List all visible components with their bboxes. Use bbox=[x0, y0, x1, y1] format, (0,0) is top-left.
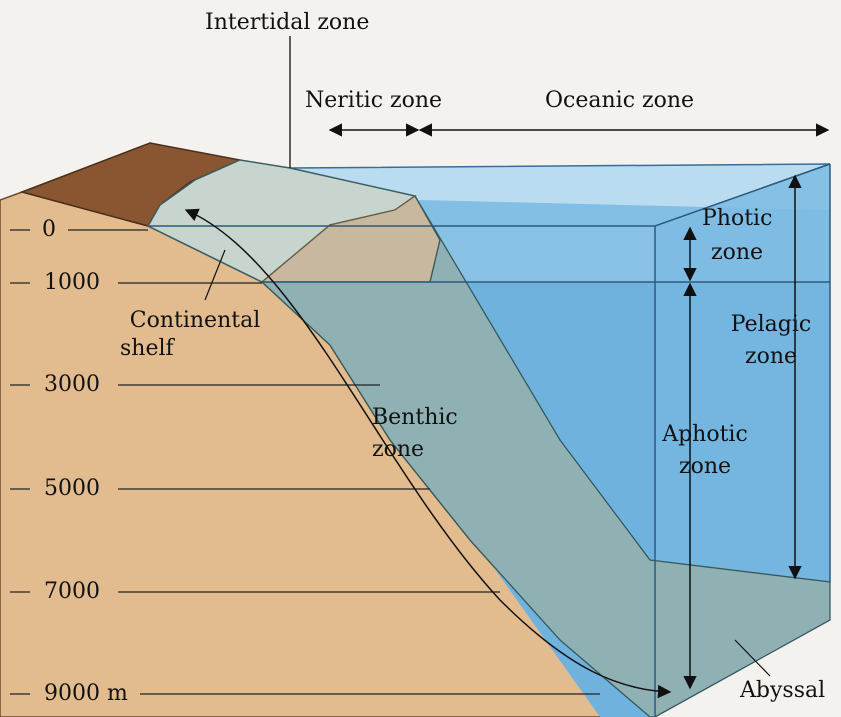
depth-label-7000: 7000 bbox=[44, 579, 100, 605]
benthic-zone-label-line2: zone bbox=[372, 437, 458, 463]
photic-zone-label-line2: zone bbox=[702, 240, 772, 266]
depth-label-5000: 5000 bbox=[44, 476, 100, 502]
continental-shelf-label: Continental shelf bbox=[110, 308, 280, 362]
aphotic-zone-label: Aphotic zone bbox=[660, 422, 750, 480]
aphotic-zone-label-line2: zone bbox=[660, 454, 750, 480]
benthic-zone-label: Benthic zone bbox=[372, 405, 458, 463]
continental-shelf-label-line2: shelf bbox=[110, 336, 280, 362]
continental-shelf-label-line1: Continental bbox=[110, 308, 280, 334]
benthic-zone-label-line1: Benthic bbox=[372, 405, 458, 431]
photic-zone-label: Photic zone bbox=[702, 206, 772, 266]
aphotic-zone-label-line1: Aphotic bbox=[660, 422, 750, 448]
depth-label-9000: 9000 m bbox=[44, 681, 128, 707]
abyssal-zone-label: Abyssal bbox=[740, 678, 825, 704]
pelagic-zone-label-line2: zone bbox=[726, 344, 816, 370]
pelagic-zone-label-line1: Pelagic bbox=[726, 312, 816, 338]
depth-label-3000: 3000 bbox=[44, 372, 100, 398]
photic-zone-label-line1: Photic bbox=[702, 206, 772, 232]
depth-label-0: 0 bbox=[42, 217, 56, 243]
intertidal-zone-label: Intertidal zone bbox=[205, 10, 369, 36]
neritic-zone-label: Neritic zone bbox=[305, 88, 442, 114]
pelagic-zone-label: Pelagic zone bbox=[726, 312, 816, 370]
depth-label-1000: 1000 bbox=[44, 270, 100, 296]
oceanic-zone-label: Oceanic zone bbox=[545, 88, 694, 114]
